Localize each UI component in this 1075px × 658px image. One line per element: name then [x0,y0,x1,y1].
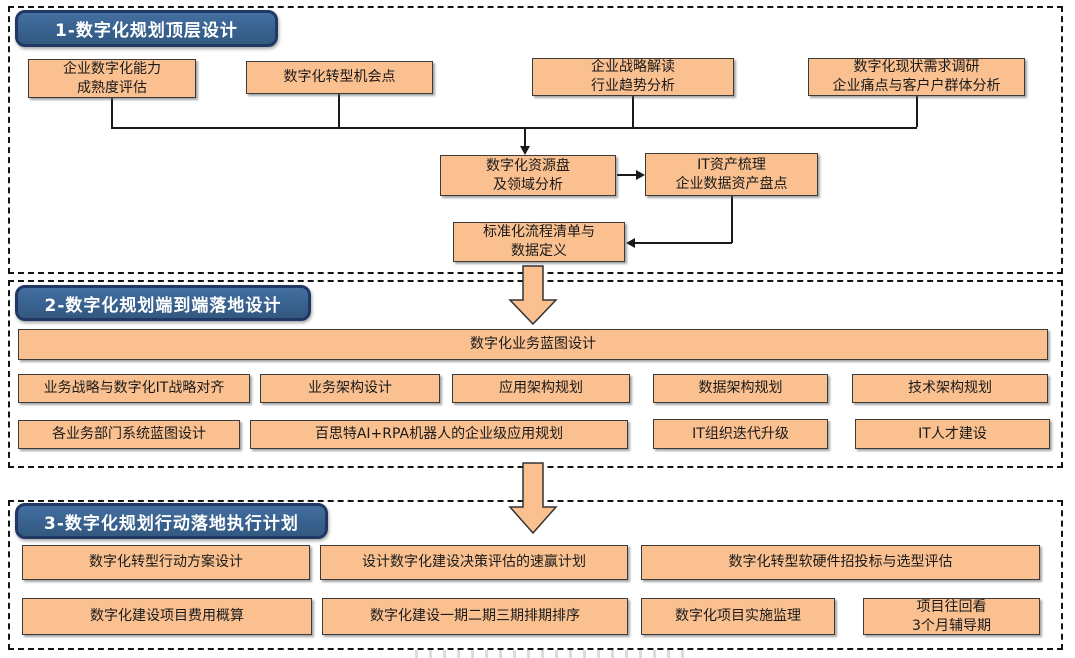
s1-standard-process-box: 标准化流程清单与 数据定义 [453,222,625,262]
block-arrow-section2-to-3 [508,462,558,535]
s2-it-org-box: IT组织迭代升级 [653,419,828,449]
section1-header: 1-数字化规划顶层设计 [15,10,278,47]
block-arrow-section1-to-2 [508,265,558,326]
s2-blueprint-bar: 数字化业务蓝图设计 [18,329,1048,360]
s2-it-talent-box: IT人才建设 [855,419,1050,449]
connector-it-left [634,242,732,244]
s2-data-arch-box: 数据架构规划 [653,374,828,403]
connector-drop-b2 [338,94,340,127]
connector-center-down [524,127,526,147]
s1-resource-inventory-box: 数字化资源盘 及领域分析 [440,155,616,196]
s1-capability-maturity-box: 企业数字化能力 成熟度评估 [28,59,196,98]
arrowhead-to-resource-box [520,146,530,155]
s1-strategy-trend-box: 企业战略解读 行业趋势分析 [532,58,734,96]
s1-opportunity-box: 数字化转型机会点 [246,61,433,94]
connector-drop-b4 [916,96,918,127]
s2-tech-arch-box: 技术架构规划 [852,374,1048,403]
arrowhead-to-standard-box [626,238,635,248]
s1-it-asset-box: IT资产梳理 企业数据资产盘点 [645,153,818,196]
s2-ai-rpa-box: 百思特AI+RPA机器人的企业级应用规划 [250,420,628,449]
s3-quick-win-box: 设计数字化建设决策评估的速赢计划 [320,545,628,580]
connector-drop-b3 [632,96,634,127]
s3-bidding-evaluation-box: 数字化转型软硬件招投标与选型评估 [641,545,1040,580]
s2-application-arch-box: 应用架构规划 [452,374,630,403]
s3-phase-scheduling-box: 数字化建设一期二期三期排期排序 [322,598,628,635]
connector-it-down [731,196,733,243]
s3-implementation-supervision-box: 数字化项目实施监理 [641,598,835,635]
arrowhead-to-it-asset-box [636,170,645,180]
connector-bus-horizontal [111,127,917,129]
connector-resource-to-it [617,174,638,176]
s2-business-arch-box: 业务架构设计 [260,374,440,403]
s3-cost-estimate-box: 数字化建设项目费用概算 [22,598,312,635]
s3-project-review-box: 项目往回看 3个月辅导期 [863,598,1040,635]
section2-header: 2-数字化规划端到端落地设计 [15,285,311,321]
section3-header: 3-数字化规划行动落地执行计划 [15,503,328,539]
connector-drop-b1 [111,98,113,127]
s2-dept-blueprint-box: 各业务部门系统蓝图设计 [18,420,240,449]
clipped-caption-fragment [415,650,695,658]
s3-action-plan-box: 数字化转型行动方案设计 [22,545,310,580]
s2-strategy-align-box: 业务战略与数字化IT战略对齐 [18,374,250,403]
s1-current-state-research-box: 数字化现状需求调研 企业痛点与客户户群体分析 [808,58,1025,96]
